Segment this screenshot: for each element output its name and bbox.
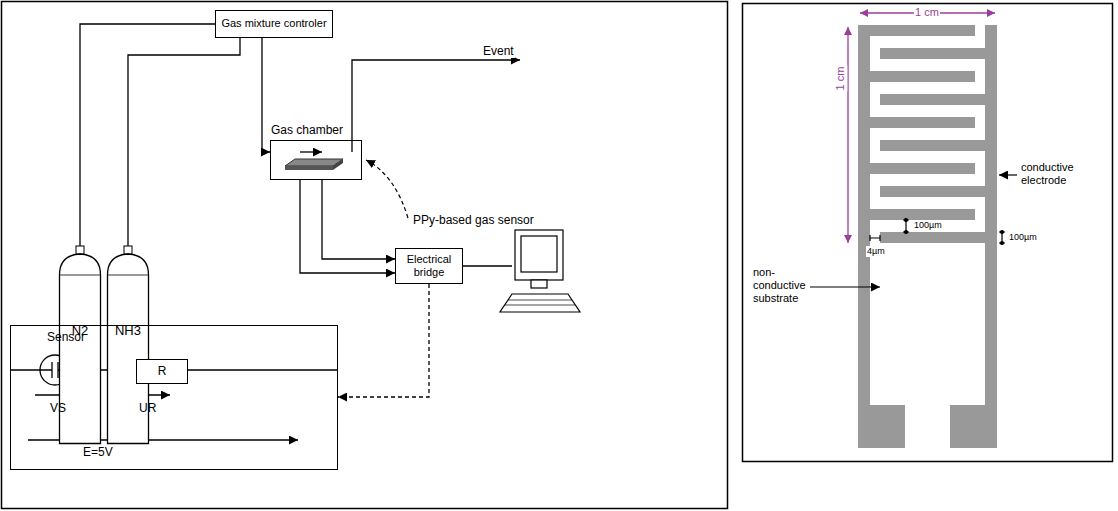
wire [457,265,512,266]
leader-line [810,286,880,287]
callout-label: non-conductive substrate [752,266,810,306]
callout-label: PPy-based gas sensor [412,213,535,227]
circuit-label: UR [139,401,156,415]
resistor-symbol: R [136,359,188,384]
connector [338,284,429,397]
process-box: Electrical bridge [395,248,463,284]
interdigitated-electrode [858,25,997,448]
connector [262,38,270,152]
circuit-label: VS [50,401,66,415]
connector [322,180,395,259]
connector [128,38,240,246]
node-label: Electrical bridge [401,253,457,279]
process-box: Gas mixture controler [215,10,333,38]
dimension-label: 100µm [913,220,943,231]
sensor-chip [285,159,343,170]
node-label: R [158,364,167,378]
dimension-label: 4µm [866,246,886,257]
circuit-label: Sensor [47,330,85,344]
circuit-label: E=5V [83,445,113,459]
callout-label: conductive electrode [1020,161,1092,187]
leader-line [366,160,408,218]
event-line [352,60,520,152]
callout-label: Event [482,44,515,58]
dimension-label: 100µm [1008,232,1038,243]
computer-icon [500,230,580,312]
dimension-marks [870,219,1005,245]
node-label: Gas mixture controler [221,17,326,30]
node-label: Gas chamber [271,123,343,137]
dimension-label: 1 cm [914,6,940,19]
gas-flow-arrow [300,151,322,152]
gas-chamber: Gas chamber [270,140,362,180]
dimension-lines [848,13,995,243]
connector [80,24,215,246]
connector [300,180,395,273]
dimension-label: 1 cm [834,66,847,92]
leader-line [999,174,1017,175]
panel-frame [2,2,728,509]
circuit-box: SensorVS UR E=5V R [10,325,338,470]
panel-frame [743,4,1113,462]
